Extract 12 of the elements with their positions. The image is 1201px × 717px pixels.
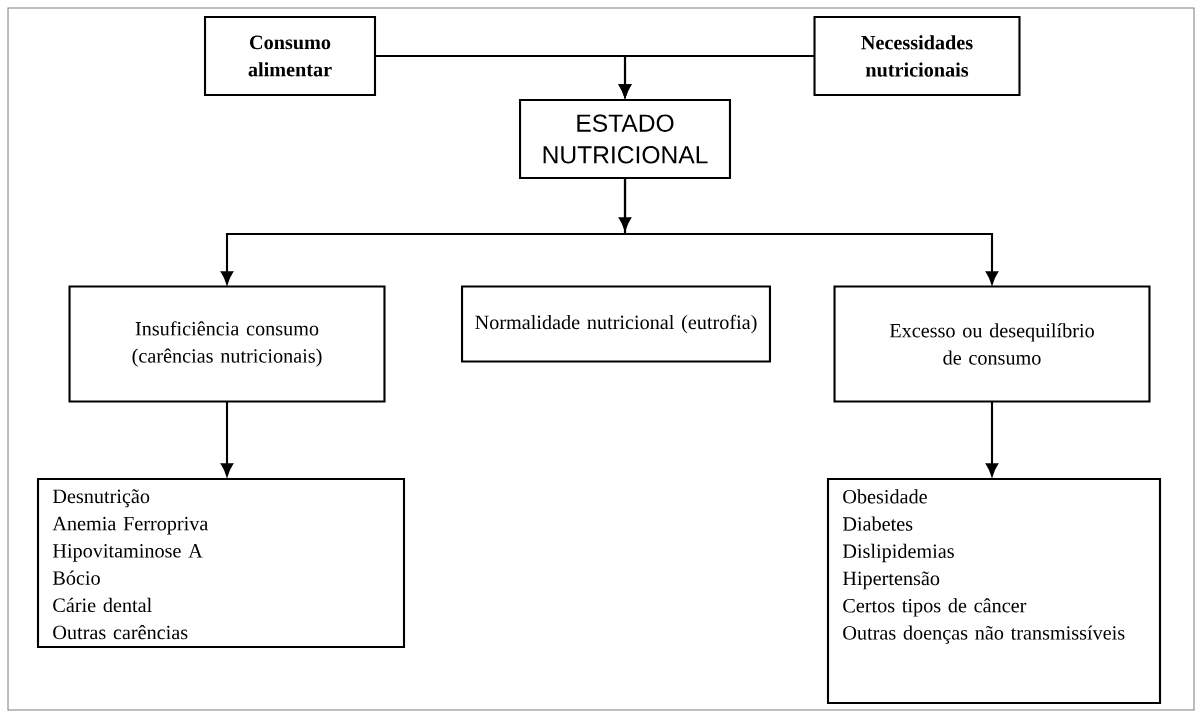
arrow <box>623 178 999 285</box>
process-box: ESTADO NUTRICIONAL <box>518 98 732 180</box>
list-box: Desnutrição Anemia Ferropriva Hipovitaminose A Bócio Cárie dental Outras carências <box>36 477 406 649</box>
arrow <box>220 401 234 477</box>
arrow <box>985 401 999 477</box>
process-box: Consumo alimentar <box>203 15 377 97</box>
process-box: Normalidade nutricional (eutrofia) <box>460 285 772 363</box>
arrow <box>618 54 815 98</box>
process-box: Necessidades nutricionais <box>813 15 1021 97</box>
process-box: Insuficiência consumo (carências nutricionais) <box>68 285 386 403</box>
list-box: Obesidade Diabetes Dislipidemias Hipertensão Certos tipos de câncer Outras doenças não transmissíveis <box>826 477 1162 705</box>
process-box: Excesso ou desequilíbrio de consumo <box>833 285 1151 403</box>
